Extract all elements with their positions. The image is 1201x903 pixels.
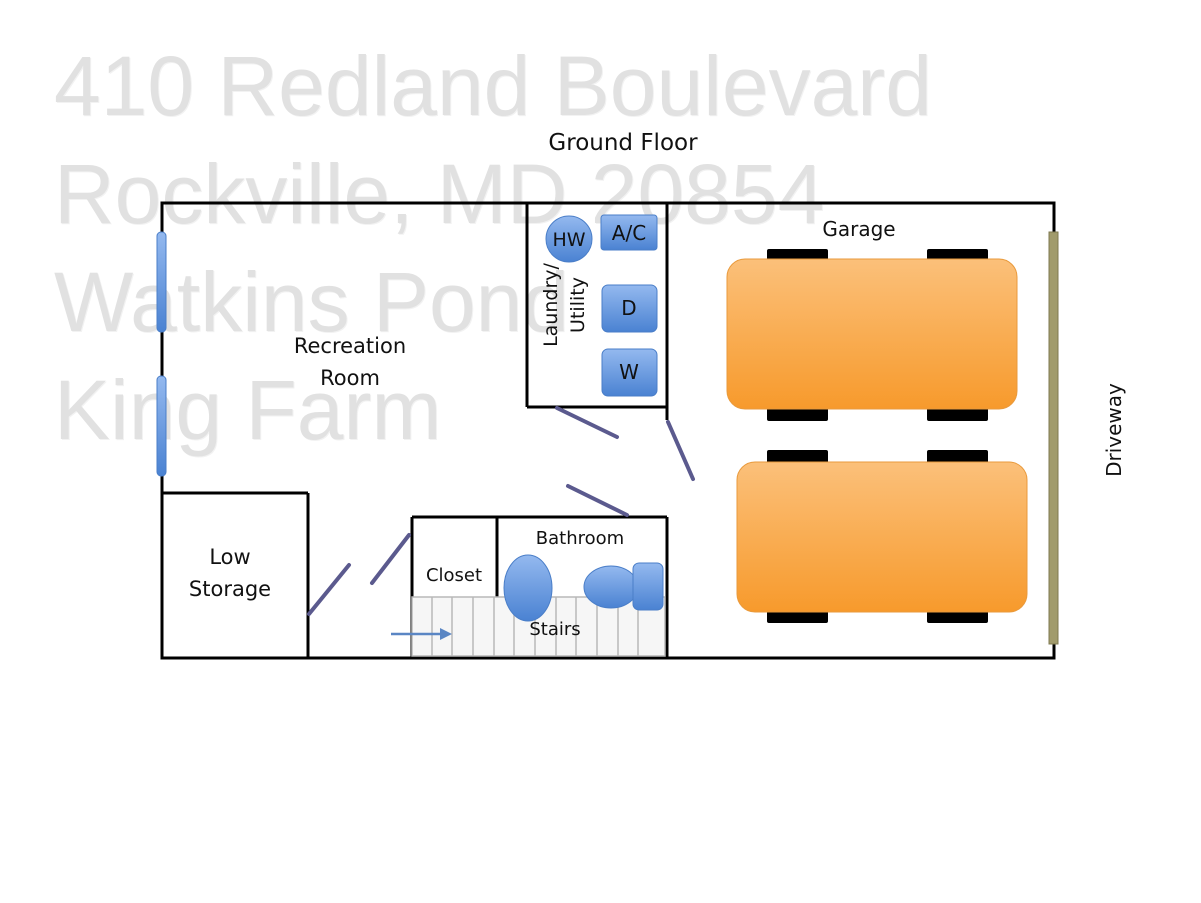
garage-label: Garage <box>822 217 895 241</box>
window-lower <box>156 375 167 477</box>
driveway-label: Driveway <box>1102 383 1126 477</box>
watermark-line-4: King Farm <box>54 363 442 457</box>
car-top <box>726 249 1018 421</box>
door-storage <box>307 563 351 616</box>
ac-unit-icon <box>600 214 658 251</box>
svg-text:Laundry/: Laundry/ <box>540 262 562 346</box>
driveway-strip <box>1048 231 1059 645</box>
ac-unit-label: A/C <box>612 221 646 245</box>
svg-text:Driveway: Driveway <box>1102 383 1126 477</box>
low-storage-label-2: Storage <box>189 577 271 601</box>
door-bathroom <box>566 484 629 517</box>
door-closet <box>370 533 411 585</box>
laundry-label: Laundry/ Utility <box>540 262 589 346</box>
dryer-label: D <box>621 296 636 320</box>
svg-text:Utility: Utility <box>567 277 589 333</box>
plan-title: Ground Floor <box>548 130 698 156</box>
doors <box>307 406 695 616</box>
low-storage-label-1: Low <box>209 545 250 569</box>
watermark-line-1: 410 Redland Boulevard <box>54 39 932 133</box>
recreation-room-label-2: Room <box>320 366 380 390</box>
door-laundry <box>555 406 619 439</box>
washer-label: W <box>619 360 639 384</box>
closet-label: Closet <box>426 565 482 586</box>
bathroom-label: Bathroom <box>536 528 624 549</box>
recreation-room-label-1: Recreation <box>294 334 406 358</box>
window-upper <box>156 231 167 333</box>
watermark-line-3: Watkins Pond <box>54 255 570 349</box>
toilet-icon <box>583 562 664 611</box>
water-heater-icon <box>545 215 593 263</box>
dryer-icon <box>601 284 658 333</box>
sink-icon <box>503 554 553 622</box>
door-garage <box>666 420 695 481</box>
stairs-arrow-icon <box>391 628 452 640</box>
car-bottom <box>736 450 1028 623</box>
washer-icon <box>601 348 658 397</box>
water-heater-label: HW <box>552 229 585 251</box>
stairs-label: Stairs <box>529 619 580 640</box>
watermark-line-2: Rockville, MD 20854 <box>54 147 825 241</box>
